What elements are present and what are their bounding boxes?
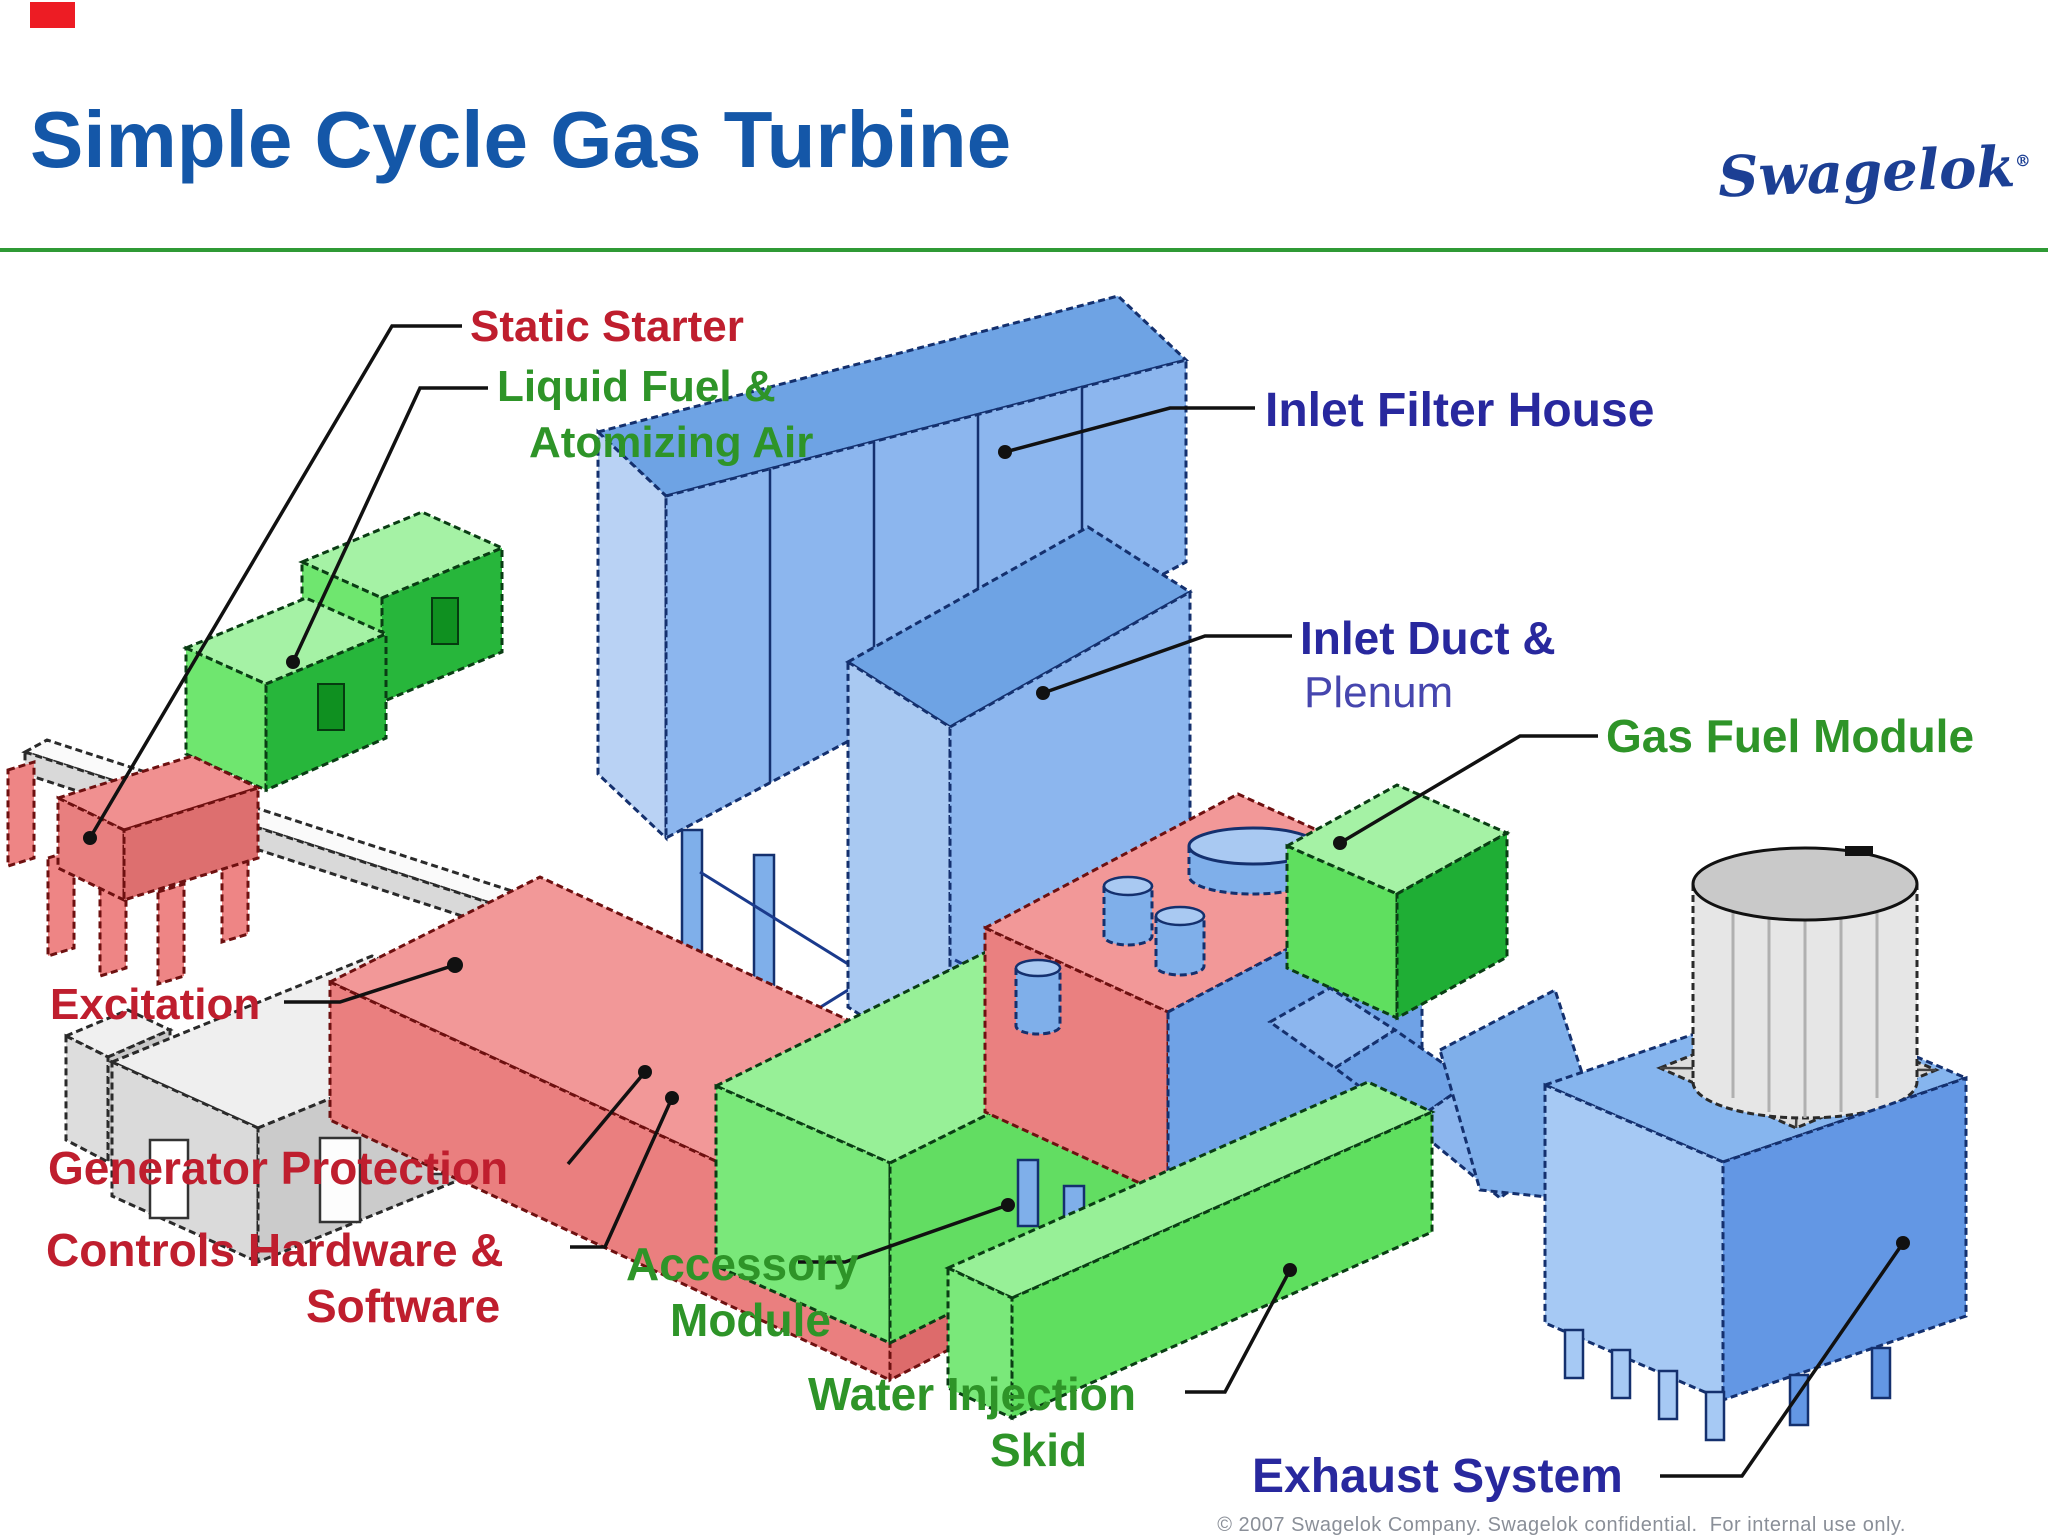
water-injection-skid-box (944, 1080, 1436, 1421)
liquid-fuel-skids (182, 510, 506, 793)
label-inlet-duct-line2: Plenum (1304, 668, 1454, 717)
label-controls-line1: Controls Hardware & (46, 1224, 504, 1276)
label-excitation: Excitation (50, 980, 261, 1029)
label-generator-protection: Generator Protection (48, 1142, 509, 1194)
label-liquid-fuel-line1: Liquid Fuel & (497, 362, 776, 411)
page-title: Simple Cycle Gas Turbine (30, 95, 1012, 184)
static-starter-unit (6, 754, 263, 987)
label-accessory-line2: Module (670, 1294, 831, 1346)
label-inlet-duct-line1: Inlet Duct & (1300, 612, 1556, 664)
copyright-footer: © 2007 Swagelok Company. Swagelok confid… (1217, 1514, 1906, 1536)
label-inlet-filter-house: Inlet Filter House (1265, 384, 1655, 437)
header-divider (0, 248, 2048, 252)
label-water-line2: Skid (990, 1424, 1088, 1476)
label-controls-line2: Software (306, 1280, 501, 1332)
label-liquid-fuel-line2: Atomizing Air (529, 418, 814, 467)
label-accessory-line1: Accessory (626, 1238, 859, 1290)
label-water-line1: Water Injection (808, 1368, 1136, 1420)
label-gas-fuel-module: Gas Fuel Module (1606, 710, 1975, 762)
leader-lines (83, 324, 1910, 1478)
label-static-starter: Static Starter (470, 302, 744, 351)
exhaust-system-structure (1540, 846, 1971, 1442)
gas-fuel-module-box (1283, 783, 1511, 1021)
label-exhaust-system: Exhaust System (1252, 1450, 1623, 1503)
corner-red-mark (30, 2, 75, 28)
